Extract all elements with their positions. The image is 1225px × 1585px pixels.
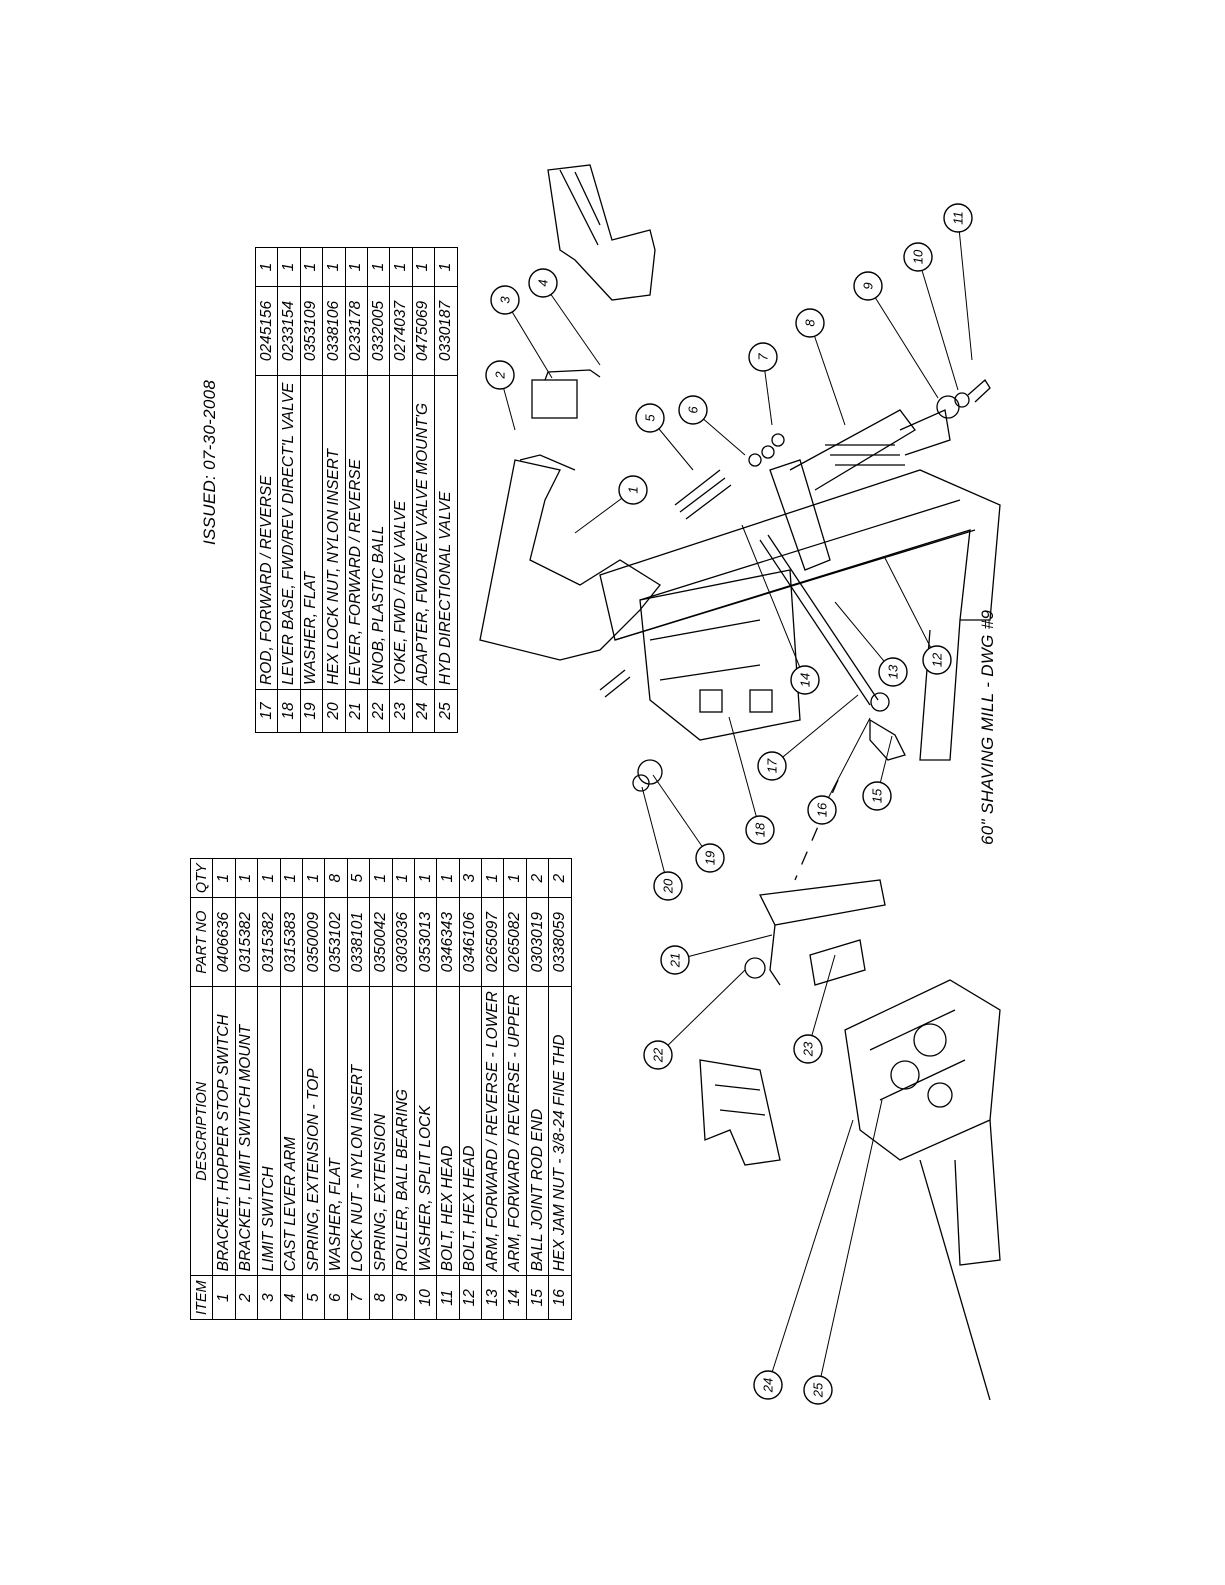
- callout-3: 3: [490, 285, 520, 315]
- callout-number: 7: [756, 353, 771, 361]
- callout-21: 21: [660, 945, 690, 975]
- callout-17: 17: [757, 751, 787, 781]
- callout-number: 24: [761, 1378, 776, 1393]
- callout-22: 22: [643, 1040, 673, 1070]
- callout-2: 2: [485, 360, 515, 390]
- callout-1: 1: [618, 475, 648, 505]
- callout-number: 20: [661, 878, 676, 894]
- callout-number: 23: [801, 1041, 816, 1057]
- callout-number: 11: [951, 211, 966, 225]
- callout-number: 16: [815, 802, 830, 817]
- callout-number: 17: [765, 758, 780, 773]
- callout-10: 10: [903, 242, 933, 272]
- callout-number: 10: [911, 249, 926, 264]
- callout-number: 8: [803, 319, 818, 327]
- callout-number: 1: [626, 486, 641, 493]
- callout-24: 24: [753, 1370, 783, 1400]
- callout-6: 6: [678, 395, 708, 425]
- callout-number: 25: [811, 1382, 826, 1398]
- callout-number: 14: [798, 673, 813, 687]
- callout-13: 13: [878, 657, 908, 687]
- callout-number: 15: [870, 788, 885, 803]
- callout-12: 12: [922, 645, 952, 675]
- callout-9: 9: [853, 271, 883, 301]
- callout-8: 8: [795, 308, 825, 338]
- callout-7: 7: [748, 342, 778, 372]
- callout-18: 18: [745, 815, 775, 845]
- callout-number: 5: [643, 414, 658, 422]
- callout-5: 5: [635, 403, 665, 433]
- callout-23: 23: [793, 1034, 823, 1064]
- callout-4: 4: [528, 268, 558, 298]
- callout-number: 9: [861, 282, 876, 289]
- callout-25: 25: [803, 1375, 833, 1405]
- callout-number: 4: [536, 279, 551, 286]
- leader-lines: [499, 217, 973, 1391]
- callout-number: 12: [930, 652, 945, 667]
- callout-number: 2: [493, 371, 508, 380]
- callout-number: 3: [498, 296, 513, 304]
- callout-number: 6: [686, 406, 701, 414]
- callout-15: 15: [862, 781, 892, 811]
- callout-20: 20: [653, 871, 683, 901]
- callout-14: 14: [790, 665, 820, 695]
- assembly-line-art: [479, 164, 1001, 1401]
- callout-number: 18: [753, 822, 768, 837]
- callout-number: 19: [703, 851, 718, 865]
- callout-number: 13: [886, 664, 901, 679]
- callout-number: 21: [668, 953, 683, 968]
- callout-19: 19: [695, 843, 725, 873]
- callout-number: 22: [651, 1047, 666, 1063]
- callout-16: 16: [807, 795, 837, 825]
- callout-11: 11: [943, 203, 973, 233]
